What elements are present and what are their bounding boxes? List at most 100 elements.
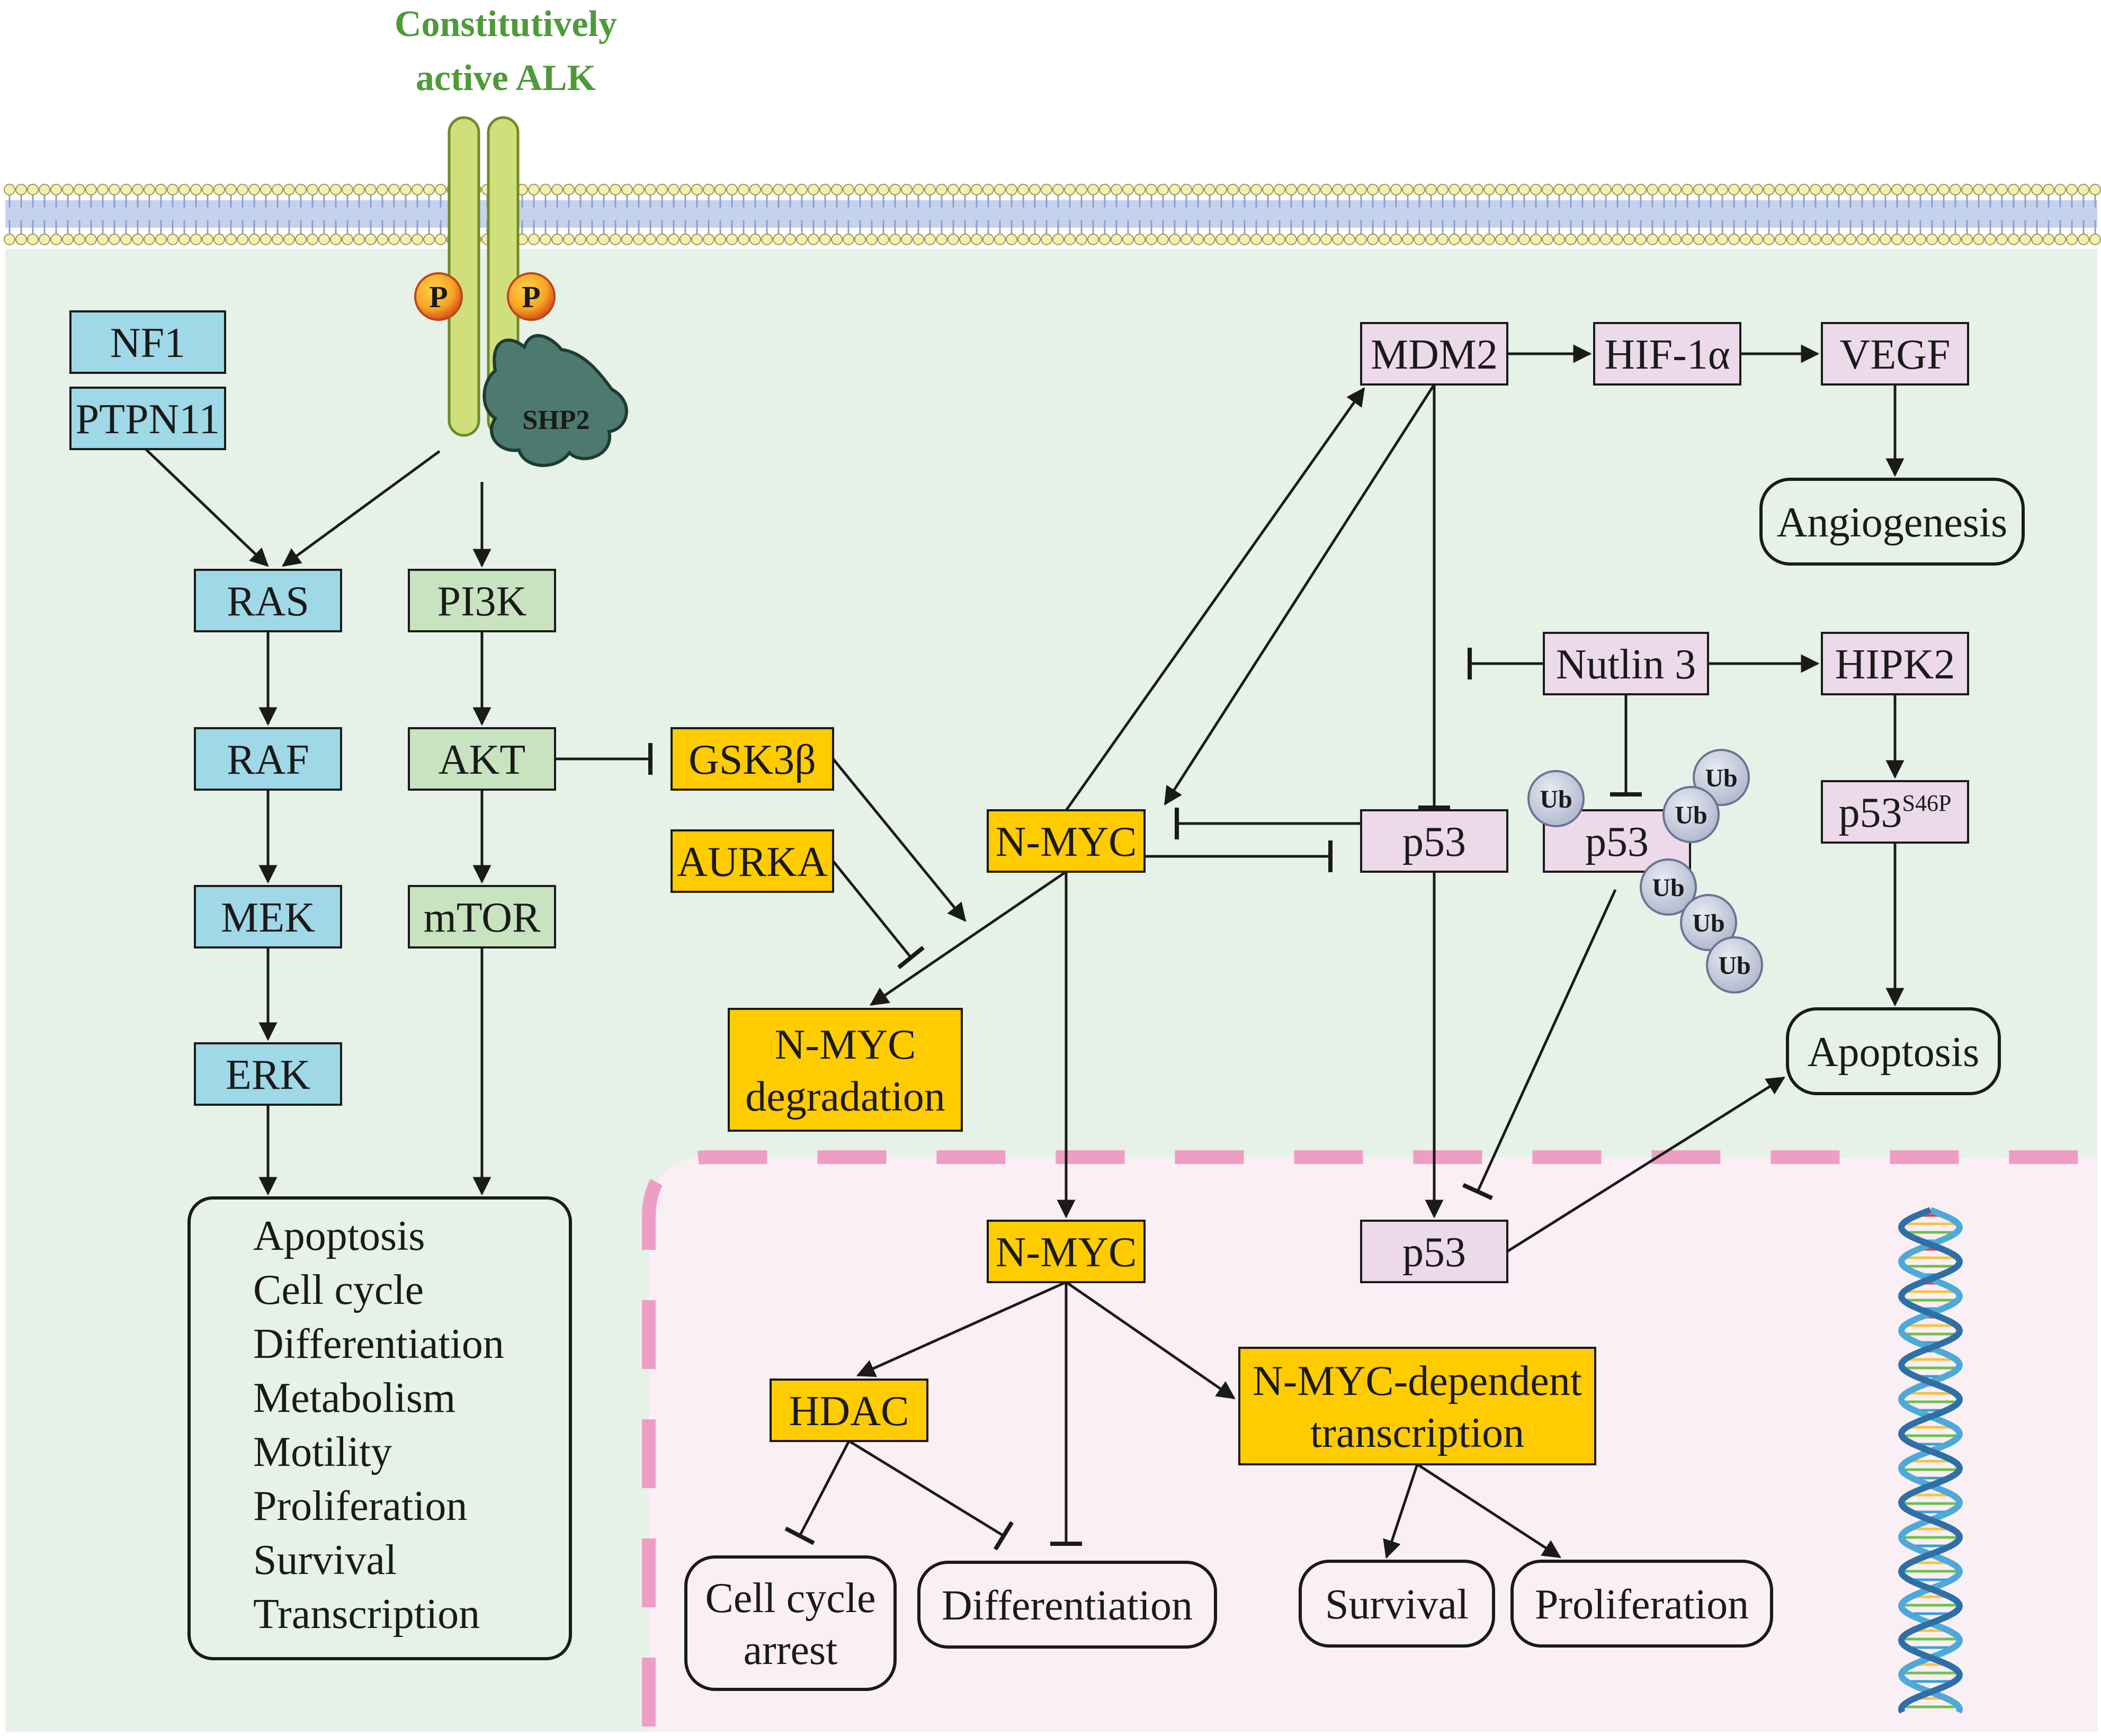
node-survival: Survival: [1299, 1560, 1495, 1648]
node-p53-cyto: p53: [1360, 809, 1508, 873]
node-apoptosis: Apoptosis: [1786, 1007, 2001, 1095]
ubiquitin-circle: Ub: [1527, 770, 1585, 827]
phospho-label-right: P: [522, 280, 540, 314]
activation-arrow: [145, 448, 269, 567]
ubiquitin-label: Ub: [1692, 909, 1724, 937]
node-mdm2: MDM2: [1360, 322, 1508, 386]
node-nmyc-transcription: N-MYC-dependent transcription: [1238, 1347, 1596, 1465]
node-differentiation-label: Differentiation: [942, 1582, 1193, 1629]
shp2-protein: SHP2: [482, 334, 628, 467]
node-nmyc-degradation: N-MYC degradation: [728, 1008, 963, 1132]
pathway-connectors: [145, 344, 1905, 1559]
node-differentiation: Differentiation: [917, 1561, 1217, 1649]
outcome-item: Apoptosis: [253, 1213, 425, 1259]
node-proliferation-label: Proliferation: [1535, 1581, 1749, 1628]
dna-helix-icon: [1898, 1207, 1963, 1714]
inhibition-line: [798, 1440, 851, 1537]
node-nmyc-nuc: N-MYC: [987, 1220, 1146, 1283]
ubiquitin-label: Ub: [1675, 801, 1707, 829]
activation-arrow: [282, 450, 441, 567]
phospho-circle-left: P: [414, 272, 463, 321]
node-apoptosis-label: Apoptosis: [1808, 1029, 1980, 1076]
node-nmyc-degradation-line: degradation: [745, 1073, 945, 1120]
node-nmyc-transcription-line: transcription: [1310, 1410, 1524, 1456]
node-mek-label: MEK: [221, 894, 315, 941]
outcome-item: Motility: [253, 1429, 392, 1475]
node-cell-cycle-arrest-line: Cell cycle: [705, 1575, 875, 1622]
ubiquitin-circle: Ub: [1706, 936, 1763, 994]
node-hif1a: HIF-1α: [1593, 322, 1741, 386]
node-p53-nuc: p53: [1360, 1220, 1508, 1283]
ubiquitin-label: Ub: [1652, 874, 1684, 902]
node-erk: ERK: [194, 1042, 342, 1106]
node-gsk3b: GSK3β: [670, 727, 834, 791]
inhibition-line: [848, 1439, 1005, 1537]
node-nmyc-cyto: N-MYC: [987, 809, 1146, 873]
node-nutlin3: Nutlin 3: [1543, 632, 1709, 695]
node-gsk3b-label: GSK3β: [689, 737, 816, 783]
outcome-item: Differentiation: [253, 1321, 504, 1367]
ubiquitin-label: Ub: [1718, 952, 1750, 980]
node-vegf: VEGF: [1821, 322, 1969, 386]
node-ras: RAS: [194, 569, 342, 632]
node-hipk2-label: HIPK2: [1835, 641, 1955, 688]
node-hdac-label: HDAC: [789, 1388, 909, 1435]
node-mdm2-label: MDM2: [1371, 332, 1498, 378]
node-cell-cycle-arrest: Cell cycle arrest: [684, 1555, 897, 1691]
shp2-label: SHP2: [522, 405, 589, 435]
node-angiogenesis-label: Angiogenesis: [1777, 499, 2008, 546]
node-p53-s46p: p53S46P: [1821, 780, 1969, 844]
inhibition-bar: [784, 1526, 815, 1545]
ubiquitin-label: Ub: [1705, 764, 1737, 792]
activation-arrow: [1164, 383, 1436, 806]
node-akt: AKT: [408, 727, 556, 791]
inhibition-bar: [993, 1521, 1014, 1551]
inhibition-bar: [1462, 1183, 1493, 1201]
node-hipk2: HIPK2: [1821, 632, 1969, 695]
node-raf: RAF: [194, 727, 342, 791]
alk-title-line2: active ALK: [416, 58, 596, 99]
node-ptpn11-label: PTPN11: [76, 396, 220, 443]
nuclear-envelope: [642, 1150, 2097, 1726]
inhibition-line: [1476, 889, 1617, 1193]
node-nf1: NF1: [69, 310, 226, 374]
node-mtor-label: mTOR: [424, 894, 541, 941]
outcome-item: Cell cycle: [253, 1267, 424, 1313]
activation-arrow: [1416, 1463, 1561, 1559]
node-pi3k: PI3K: [408, 569, 556, 632]
node-nmyc-degradation-line: N-MYC: [775, 1022, 916, 1068]
activation-arrow: [1506, 1076, 1785, 1253]
node-aurka: AURKA: [670, 829, 834, 893]
node-cell-cycle-arrest-line: arrest: [744, 1627, 838, 1674]
node-nmyc-cyto-label: N-MYC: [996, 819, 1137, 865]
node-aurka-label: AURKA: [677, 839, 828, 885]
outcome-item: Transcription: [253, 1591, 480, 1637]
node-mek: MEK: [194, 885, 342, 948]
outcome-item: Metabolism: [253, 1375, 455, 1421]
phospho-circle-right: P: [507, 272, 556, 321]
ubiquitin-circle: Ub: [1693, 749, 1750, 806]
activation-arrow: [870, 870, 1067, 1006]
activation-arrow: [856, 1281, 1067, 1377]
phospho-label-left: P: [429, 280, 448, 314]
node-erk-label: ERK: [226, 1052, 310, 1098]
node-angiogenesis: Angiogenesis: [1759, 478, 2025, 566]
node-pi3k-label: PI3K: [437, 578, 527, 625]
cell-membrane: [4, 184, 2101, 245]
ubiquitin-label: Ub: [1540, 785, 1572, 813]
activation-arrow: [1065, 1281, 1236, 1400]
node-mtor: mTOR: [408, 885, 556, 948]
node-ptpn11: PTPN11: [69, 387, 226, 450]
node-nmyc-nuc-label: N-MYC: [996, 1229, 1137, 1276]
activation-arrow: [1383, 1464, 1419, 1559]
ubiquitin-circle: Ub: [1680, 894, 1737, 951]
node-vegf-label: VEGF: [1840, 332, 1951, 378]
node-nmyc-transcription-line: N-MYC-dependent: [1253, 1358, 1582, 1404]
node-p53-nuc-label: p53: [1402, 1229, 1466, 1276]
outcome-item: Proliferation: [253, 1483, 467, 1529]
alk-title-line1: Constitutively: [395, 4, 617, 44]
